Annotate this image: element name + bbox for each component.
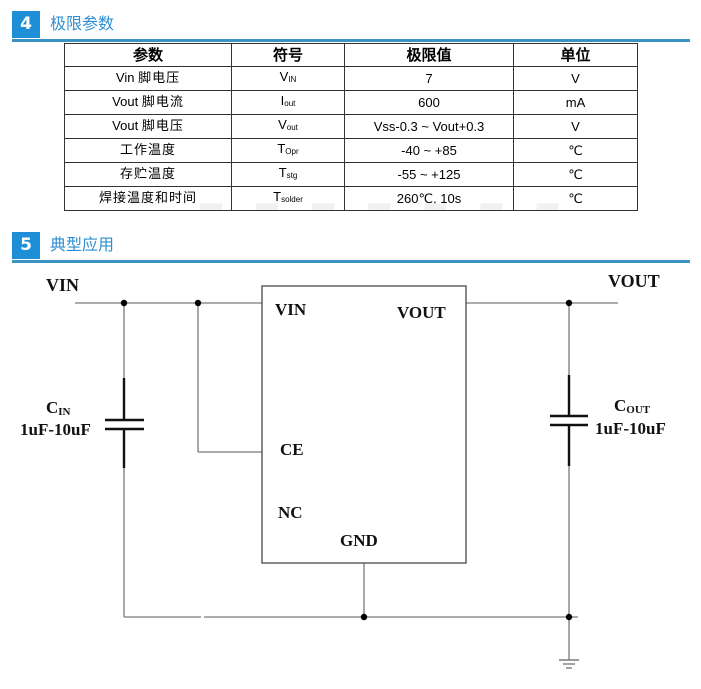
cin-name: CIN [46, 398, 71, 418]
section-number-badge: 5 [12, 232, 40, 259]
cin-value: 1uF-10uF [20, 420, 91, 439]
section-rule [12, 260, 690, 263]
symbol-subscript: Opr [285, 147, 299, 156]
section-header-limits: 4 极限参数 [12, 11, 690, 42]
section-header-application: 5 典型应用 [12, 232, 690, 263]
param-prefix: Vout [112, 118, 139, 133]
pin-label-vin: VIN [275, 300, 307, 319]
cell-limit-value: -40 ~ +85 [344, 138, 514, 163]
ic-package [261, 285, 467, 564]
cout-name: COUT [614, 396, 651, 416]
pin-label-gnd: GND [340, 531, 378, 550]
cell-limit-value: 260℃, 10s [344, 186, 514, 211]
param-cjk: 工作温度 [119, 143, 176, 158]
header-symbol: 符号 [231, 43, 345, 67]
symbol-main: V [278, 117, 287, 132]
symbol-main: V [279, 69, 289, 84]
section-title: 典型应用 [50, 235, 115, 254]
junction-dot [194, 299, 202, 307]
cell-parameter: 焊接温度和时间 [64, 186, 232, 211]
junction-dot [360, 613, 368, 621]
param-cjk: 焊接温度和时间 [98, 191, 197, 206]
table-header-row: 参数 符号 极限值 单位 [64, 43, 638, 67]
watermark: ▬ ▬ ▬ ▬ ▬ ▬ ▬ [200, 190, 573, 215]
symbol-subscript: solder [281, 195, 303, 204]
header-unit: 单位 [513, 43, 638, 67]
symbol-subscript: out [286, 123, 298, 132]
cell-symbol: Tsolder [231, 186, 345, 211]
param-prefix: Vout [112, 94, 139, 109]
symbol-subscript: stg [286, 171, 298, 180]
net-label-vout: VOUT [608, 271, 660, 291]
net-label-vin: VIN [46, 275, 79, 295]
section-title: 极限参数 [50, 14, 115, 33]
junction-dot [565, 613, 573, 621]
capacitor-cin-icon [105, 378, 144, 468]
symbol-subscript: IN [288, 75, 297, 84]
param-cjk: 脚电压 [138, 71, 181, 86]
symbol-main: T [277, 141, 286, 156]
cout-value: 1uF-10uF [595, 419, 666, 438]
param-prefix: Vin [115, 70, 135, 85]
symbol-main: T [278, 165, 287, 180]
param-cjk: 存贮温度 [119, 167, 176, 182]
pin-label-nc: NC [278, 503, 303, 522]
symbol-main: T [273, 189, 282, 204]
pin-label-ce: CE [280, 440, 304, 459]
section-number-badge: 4 [12, 11, 40, 38]
cell-unit: mA [513, 90, 638, 115]
ground-icon [559, 659, 579, 669]
param-cjk: 脚电流 [141, 95, 184, 110]
junction-dot [565, 299, 573, 307]
param-cjk: 脚电压 [141, 119, 184, 134]
pin-label-vout: VOUT [397, 303, 446, 322]
cell-unit: ℃ [513, 186, 638, 211]
cell-limit-value: Vss-0.3 ~ Vout+0.3 [344, 114, 514, 139]
cell-limit-value: 7 [344, 66, 514, 91]
symbol-main: I [280, 93, 285, 108]
section-rule [12, 39, 690, 42]
junction-dot [120, 299, 128, 307]
capacitor-cout-icon [550, 375, 588, 466]
symbol-subscript: out [284, 99, 296, 108]
